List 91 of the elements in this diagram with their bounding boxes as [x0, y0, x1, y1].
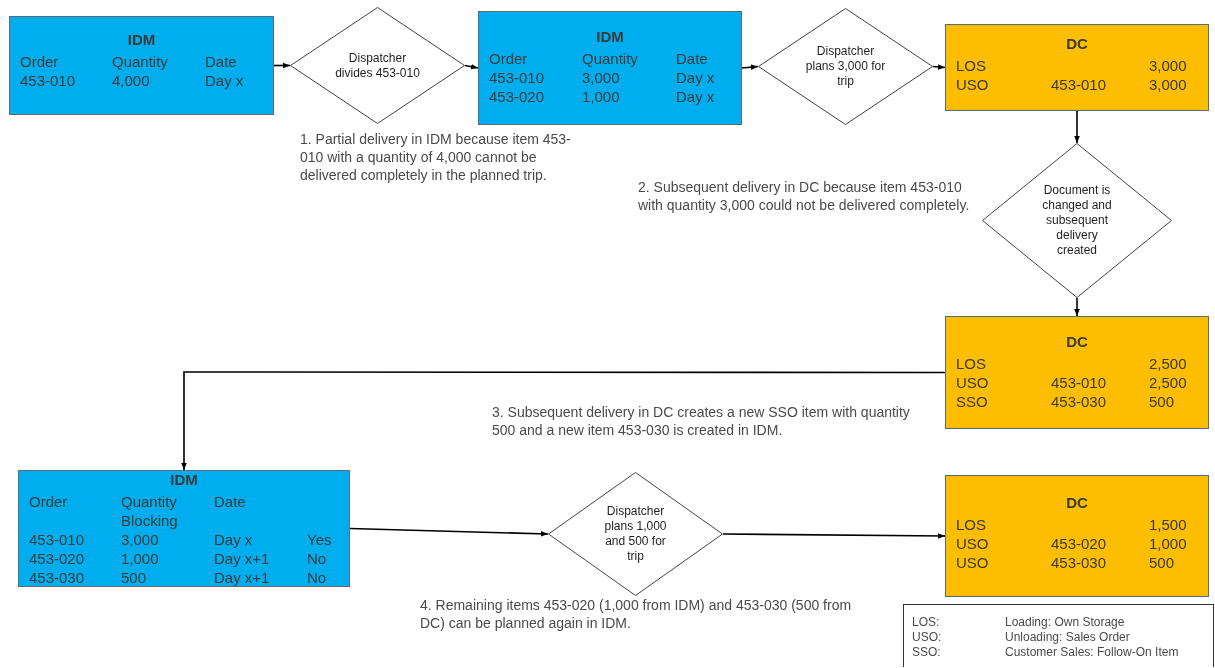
table-cell-text: 453-010 — [1051, 373, 1108, 392]
table-cell-text: SSO — [956, 392, 989, 411]
table-heading: DC — [1065, 494, 1089, 511]
table-cell-text: LOS — [956, 354, 987, 373]
table-cell-text: 2,500 — [1149, 354, 1188, 373]
table-cell-text: Order — [489, 49, 529, 68]
table-cell-text: No — [307, 549, 328, 568]
table-heading: IDM — [169, 471, 199, 488]
table-cell-text: Order — [20, 52, 60, 71]
table-cell-text: 453-020 — [1051, 534, 1108, 553]
table-cell-text: USO — [956, 75, 990, 94]
legend-text: SSO: — [912, 645, 942, 660]
arrow — [741, 64, 759, 70]
table-cell-text: 500 — [1149, 392, 1176, 411]
table-cell-text: Date — [676, 49, 709, 68]
decision-diamond — [548, 472, 723, 596]
table-cell-text: 3,000 — [121, 530, 160, 549]
data-table-box — [478, 11, 742, 125]
table-cell-text: USO — [956, 373, 990, 392]
table-cell-text: Date — [214, 492, 247, 511]
table-cell-text: Day x+1 — [214, 568, 271, 587]
data-table-box — [945, 24, 1209, 111]
table-cell-text: Quantity — [121, 492, 178, 511]
table-cell-text: USO — [956, 534, 990, 553]
legend-text: Loading: Own Storage — [1005, 615, 1126, 630]
legend-text: USO: — [912, 630, 943, 645]
arrow — [1074, 297, 1080, 317]
table-cell-text: USO — [956, 553, 990, 572]
decision-diamond — [290, 7, 465, 124]
table-cell-text: Day x — [676, 87, 716, 106]
data-table-box — [18, 470, 350, 587]
table-cell-text: 1,000 — [121, 549, 160, 568]
table-cell-text: 3,000 — [582, 68, 621, 87]
arrow — [464, 63, 479, 70]
table-cell-text: Date — [205, 52, 238, 71]
table-heading: DC — [1065, 333, 1089, 350]
table-cell-text: LOS — [956, 56, 987, 75]
table-cell-text: 500 — [1149, 553, 1176, 572]
decision-text: Dispatcher plans 3,000 for trip — [805, 44, 886, 89]
decision-text: Dispatcher plans 1,000 and 500 for trip — [603, 504, 668, 564]
table-cell-text: 3,000 — [1149, 75, 1188, 94]
table-cell-text: 1,000 — [582, 87, 621, 106]
table-cell-text: 500 — [121, 568, 148, 587]
table-cell-text: No — [307, 568, 328, 587]
table-cell-text: Quantity — [582, 49, 639, 68]
table-cell-text: 453-010 — [20, 71, 77, 90]
table-cell-text: LOS — [956, 515, 987, 534]
data-table-box — [9, 16, 274, 115]
table-cell-text: 453-030 — [29, 568, 86, 587]
legend-text: Customer Sales: Follow-On Item — [1005, 645, 1180, 660]
table-cell-text: Yes — [307, 530, 333, 549]
table-cell-text: 3,000 — [1149, 56, 1188, 75]
table-cell-text: 453-030 — [1051, 392, 1108, 411]
table-cell-text: 4,000 — [112, 71, 151, 90]
decision-diamond — [758, 8, 933, 125]
decision-text: Document is changed and subsequent delivery created — [1041, 183, 1113, 258]
table-cell-text: 453-030 — [1051, 553, 1108, 572]
table-cell-text: Day x — [214, 530, 254, 549]
note-text: 3. Subsequent delivery in DC creates a new SSO item with quantity 500 and a new item 453-030 is created in IDM. — [492, 403, 911, 439]
table-heading: DC — [1065, 35, 1089, 52]
table-cell-text: 1,000 — [1149, 534, 1188, 553]
note-text: 2. Subsequent delivery in DC because item 453-010 with quantity 3,000 could not be delivered completely. — [638, 178, 971, 214]
decision-diamond — [982, 143, 1172, 298]
table-cell-text: 453-010 — [489, 68, 546, 87]
table-cell-text: 453-010 — [29, 530, 86, 549]
arrow — [349, 527, 549, 537]
arrow — [181, 371, 946, 471]
data-table-box — [945, 316, 1209, 429]
table-cell-text: 2,500 — [1149, 373, 1188, 392]
legend-text: Unloading: Sales Order — [1005, 630, 1131, 645]
table-cell-text: Quantity — [112, 52, 169, 71]
note-text: 4. Remaining items 453-020 (1,000 from IDM) and 453-030 (500 from DC) can be planned again in IDM. — [420, 596, 853, 632]
table-cell-text: Day x — [205, 71, 245, 90]
table-cell-text: 453-010 — [1051, 75, 1108, 94]
table-cell-text: Day x+1 — [214, 549, 271, 568]
data-table-box — [945, 475, 1209, 597]
table-cell-text: Order — [29, 492, 69, 511]
table-cell-text: 453-020 — [489, 87, 546, 106]
arrow — [1074, 110, 1080, 144]
table-cell-text: 1,500 — [1149, 515, 1188, 534]
arrow — [932, 64, 946, 70]
table-heading: IDM — [126, 31, 157, 48]
arrow — [722, 533, 946, 539]
table-cell-text: 453-020 — [29, 549, 86, 568]
table-cell-text: Day x — [676, 68, 716, 87]
table-cell-text: Blocking — [121, 511, 179, 530]
table-heading: IDM — [595, 28, 625, 45]
decision-text: Dispatcher divides 453-010 — [334, 50, 421, 81]
note-text: 1. Partial delivery in IDM because item 453-010 with a quantity of 4,000 cannot be delivered completely in the planned trip. — [300, 130, 572, 184]
arrow — [273, 62, 291, 69]
legend-text: LOS: — [912, 615, 941, 630]
